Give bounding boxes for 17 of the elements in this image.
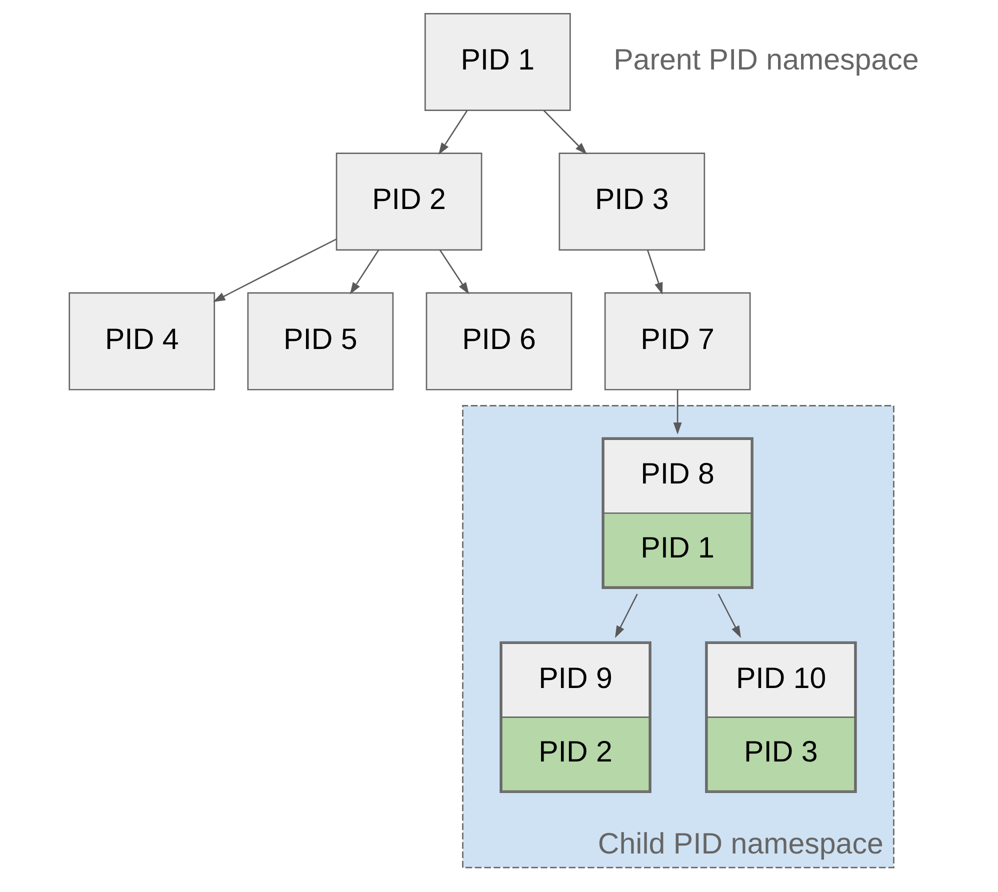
arrow xyxy=(439,250,470,294)
arrow xyxy=(673,390,682,435)
arrow xyxy=(646,250,663,295)
node-box: PID 6 xyxy=(426,292,572,390)
node-box: PID 3 xyxy=(558,152,706,251)
arrow xyxy=(438,110,468,155)
node-box: PID 4 xyxy=(68,292,216,390)
arrow xyxy=(718,594,741,638)
node-box: PID 2 xyxy=(336,152,482,251)
arrow xyxy=(614,594,638,638)
node-box: PID 1 xyxy=(424,13,571,112)
label: Parent PID namespace xyxy=(614,44,919,77)
node-box: PID 5 xyxy=(247,292,394,390)
arrow xyxy=(543,110,588,155)
arrow xyxy=(213,238,337,302)
arrow xyxy=(350,250,380,294)
node-box: PID 7 xyxy=(604,292,751,390)
